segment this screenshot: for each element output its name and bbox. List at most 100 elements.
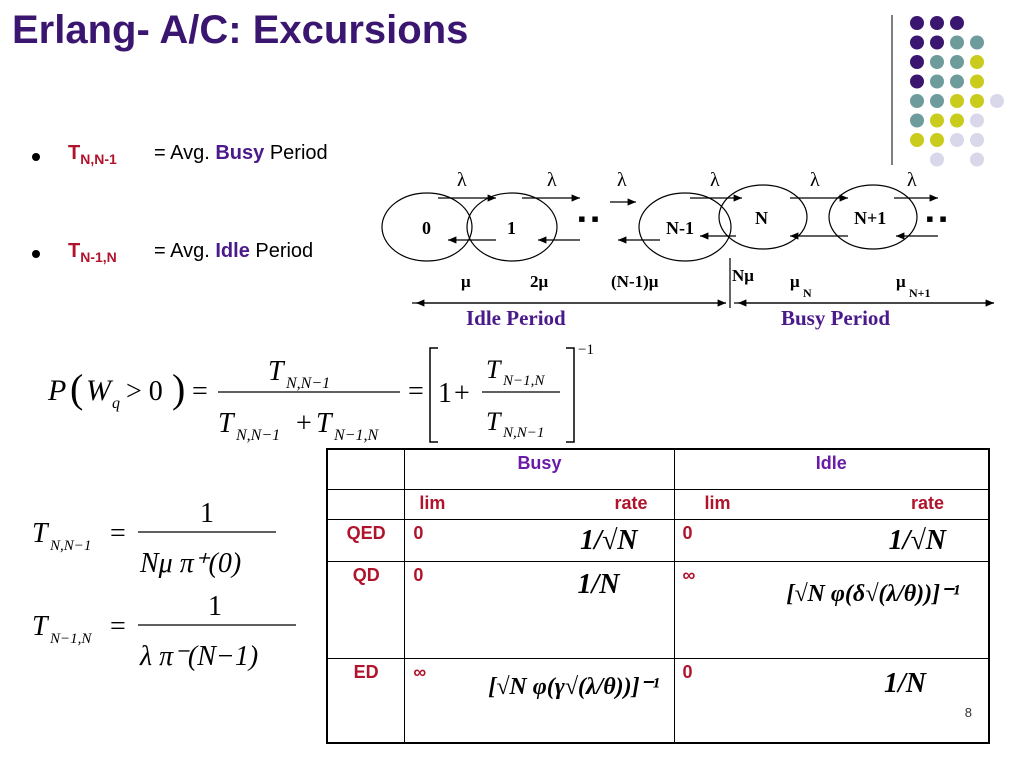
- row-header: QD: [326, 561, 406, 659]
- formula-numerator: 1: [208, 591, 222, 622]
- page-number: 8: [964, 705, 972, 720]
- decorative-dot: [930, 55, 944, 69]
- decorative-dot: [970, 74, 984, 89]
- decorative-dot: [950, 133, 964, 147]
- bullet-prefix: = Avg.: [154, 240, 216, 262]
- decorative-dot: [950, 35, 964, 50]
- cell-rate: 1/N: [884, 667, 926, 699]
- subheader-lim: lim: [419, 492, 446, 513]
- formula-equals: =: [408, 376, 424, 407]
- rate-label: Nμ: [732, 266, 754, 285]
- bullet-idle-period: TN-1,N: [68, 240, 117, 265]
- state-label: 1: [507, 218, 516, 238]
- cell-idle: ∞ [√N φ(δ√(λ/θ))]⁻¹: [673, 561, 990, 659]
- idle-period-label: Idle Period: [466, 306, 566, 330]
- birth-death-diagram: 0 1 N-1 N N+1 λ λ λ λ λ λ ▪ ▪ ▪ ▪ μ 2μ (…: [381, 169, 994, 330]
- formula-inner-num-sub: N−1,N: [502, 373, 545, 389]
- rate-label-mu-n: μ: [790, 272, 800, 291]
- bullet-symbol: T: [68, 240, 81, 262]
- bullet-keyword: Idle: [215, 240, 250, 262]
- idle-period-formula: T N−1,N = 1 λ π⁻(N−1): [32, 591, 296, 672]
- decorative-dot: [970, 94, 984, 108]
- subheader-rate: rate: [910, 492, 944, 513]
- cell-lim: 0: [413, 522, 424, 543]
- formula-sub: N,N−1: [49, 538, 91, 554]
- formula-inner-den-t: T: [486, 407, 502, 436]
- busy-period-label: Busy Period: [781, 306, 890, 330]
- formula-relation: > 0: [126, 376, 163, 407]
- formula-q: q: [112, 395, 120, 412]
- table-header-busy: Busy: [404, 448, 675, 490]
- formula-equals: =: [110, 611, 126, 642]
- bullet-busy-period: TN,N-1: [68, 142, 117, 167]
- formula-denominator: Nμ π⁺(0): [139, 548, 241, 579]
- state-n: [718, 184, 808, 250]
- table-subheader-idle: lim rate: [673, 488, 990, 520]
- lambda-label: λ: [710, 169, 720, 191]
- ellipsis: ▪ ▪: [578, 206, 599, 231]
- decorative-dot-grid: [891, 15, 1004, 167]
- row-header: QED: [326, 518, 406, 563]
- formula-plus: +: [454, 378, 470, 409]
- decorative-dot: [930, 74, 944, 89]
- state-n-plus-1: [828, 184, 918, 250]
- formula-den-sub1: N,N−1: [235, 427, 280, 444]
- decorative-dot: [970, 152, 984, 167]
- rate-subscript: N: [803, 286, 812, 300]
- decorative-dot: [910, 35, 924, 50]
- cell-lim: 0: [413, 565, 424, 586]
- table-corner-cell: [326, 448, 406, 490]
- subheader-rate: rate: [614, 492, 648, 513]
- bullet-marker: [32, 250, 40, 258]
- decorative-dot: [970, 133, 984, 147]
- decorative-dot: [950, 55, 964, 69]
- decorative-dot: [910, 55, 924, 69]
- state-n-minus-1: [638, 192, 732, 262]
- state-1: [466, 192, 558, 262]
- formula-numerator-sub: N,N−1: [285, 375, 330, 392]
- ellipsis: ▪ ▪: [926, 206, 947, 231]
- cell-lim: 0: [682, 661, 693, 682]
- row-header: ED: [326, 657, 406, 744]
- cell-rate: [√N φ(γ√(λ/θ))]⁻¹: [488, 673, 660, 700]
- bullet-keyword: Busy: [215, 142, 265, 164]
- formula-den-t1: T: [218, 408, 236, 439]
- formula-den-t2: T: [316, 408, 334, 439]
- cell-rate: 1/N: [577, 569, 620, 601]
- decorative-dot: [950, 74, 964, 89]
- formula-paren-close: ): [172, 366, 185, 411]
- formula-inner-den-sub: N,N−1: [502, 425, 544, 441]
- decorative-dot: [970, 35, 984, 50]
- decorative-dot: [930, 94, 944, 108]
- decorative-dot: [950, 113, 964, 128]
- formula-equals: =: [110, 518, 126, 549]
- formula-inner-num-t: T: [486, 355, 502, 384]
- state-0: [381, 192, 473, 262]
- rate-label-mu-n1: μ: [896, 272, 906, 291]
- formula-den-sub2: N−1,N: [333, 427, 379, 444]
- decorative-dot: [930, 113, 944, 128]
- cell-lim: ∞: [682, 565, 696, 586]
- bullet-suffix: Period: [249, 240, 314, 262]
- bullet-marker: [32, 153, 40, 161]
- table-header-idle: Idle: [673, 448, 990, 490]
- cell-busy: ∞ [√N φ(γ√(λ/θ))]⁻¹: [404, 657, 675, 744]
- table-subheader-row: lim rate lim rate: [326, 488, 990, 520]
- cell-idle: 0 1/√N: [673, 518, 990, 563]
- state-label: N-1: [666, 218, 694, 238]
- regime-table: Busy Idle lim rate lim rate QED 0 1/√N 0…: [326, 448, 990, 744]
- formula-paren-open: (: [70, 366, 83, 411]
- bullet-suffix: Period: [264, 142, 328, 164]
- bracket-right: [566, 347, 575, 443]
- formula-plus: +: [296, 408, 312, 439]
- formula-numerator: 1: [200, 498, 214, 529]
- decorative-dot: [970, 55, 984, 69]
- bullet-subscript: N-1,N: [80, 249, 117, 265]
- cell-lim: ∞: [413, 661, 427, 682]
- decorative-dot: [950, 94, 964, 108]
- cell-rate: 1/√N: [888, 524, 946, 556]
- formula-equals: =: [192, 376, 208, 407]
- formula-w: W: [86, 374, 114, 407]
- cell-idle: 0 1/N: [673, 657, 990, 744]
- decorative-dot: [910, 133, 924, 147]
